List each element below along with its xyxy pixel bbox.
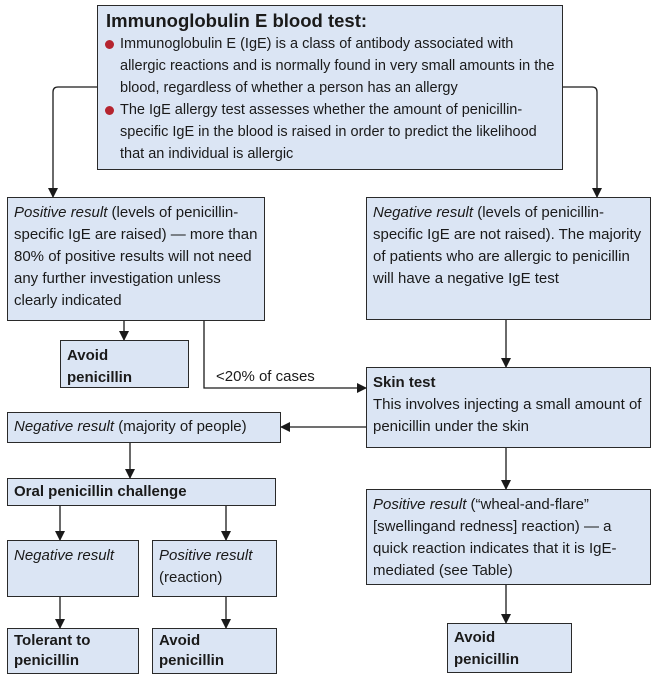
positive-oral-result-box: Positive result(reaction) (152, 540, 277, 597)
arrow-header-to-positive (48, 86, 97, 198)
negative-skin-result-box: Negative result (majority of people) (7, 412, 281, 443)
ige-blood-test-box: Immunoglobulin E blood test: Immunoglobu… (97, 5, 563, 170)
negative-ige-result-box: Negative result (levels of penicillin-sp… (366, 197, 651, 320)
ige-test-title: Immunoglobulin E blood test: (106, 10, 368, 31)
skin-test-title: Skin test (373, 374, 436, 391)
negative-result-text: (levels of penicillin-specific IgE are n… (373, 204, 642, 287)
arrow-positive-to-skin (203, 321, 367, 393)
avoid-penicillin-box-1: Avoid penicillin (60, 340, 189, 388)
bullet-dot-icon (105, 106, 114, 115)
avoid-penicillin-box-2: Avoid penicillin (152, 628, 277, 674)
less-than-20-percent-label: <20% of cases (216, 368, 315, 385)
positive-ige-result-box: Positive result (levels of penicillin-sp… (7, 197, 265, 321)
tolerant-to-penicillin-box: Tolerant to penicillin (7, 628, 139, 674)
skin-test-text: This involves injecting a small amount o… (373, 396, 642, 435)
negative-result-lead: Negative result (373, 204, 474, 221)
ige-test-bullets: Immunoglobulin E (IgE) is a class of ant… (98, 33, 562, 165)
bullet-item: The IgE allergy test assesses whether th… (105, 99, 556, 165)
positive-skin-result-box: Positive result (“wheal-and-flare” [swel… (366, 489, 651, 585)
negative-oral-result-box: Negative result (7, 540, 139, 597)
oral-penicillin-challenge-box: Oral penicillin challenge (7, 478, 276, 506)
bullet-item: Immunoglobulin E (IgE) is a class of ant… (105, 33, 556, 99)
positive-result-text: (levels of penicillin-specific IgE are r… (14, 204, 258, 309)
positive-result-lead: Positive result (14, 204, 108, 221)
avoid-penicillin-box-3: Avoid penicillin (447, 623, 572, 673)
bullet-dot-icon (105, 40, 114, 49)
arrow-header-to-negative (563, 86, 602, 198)
